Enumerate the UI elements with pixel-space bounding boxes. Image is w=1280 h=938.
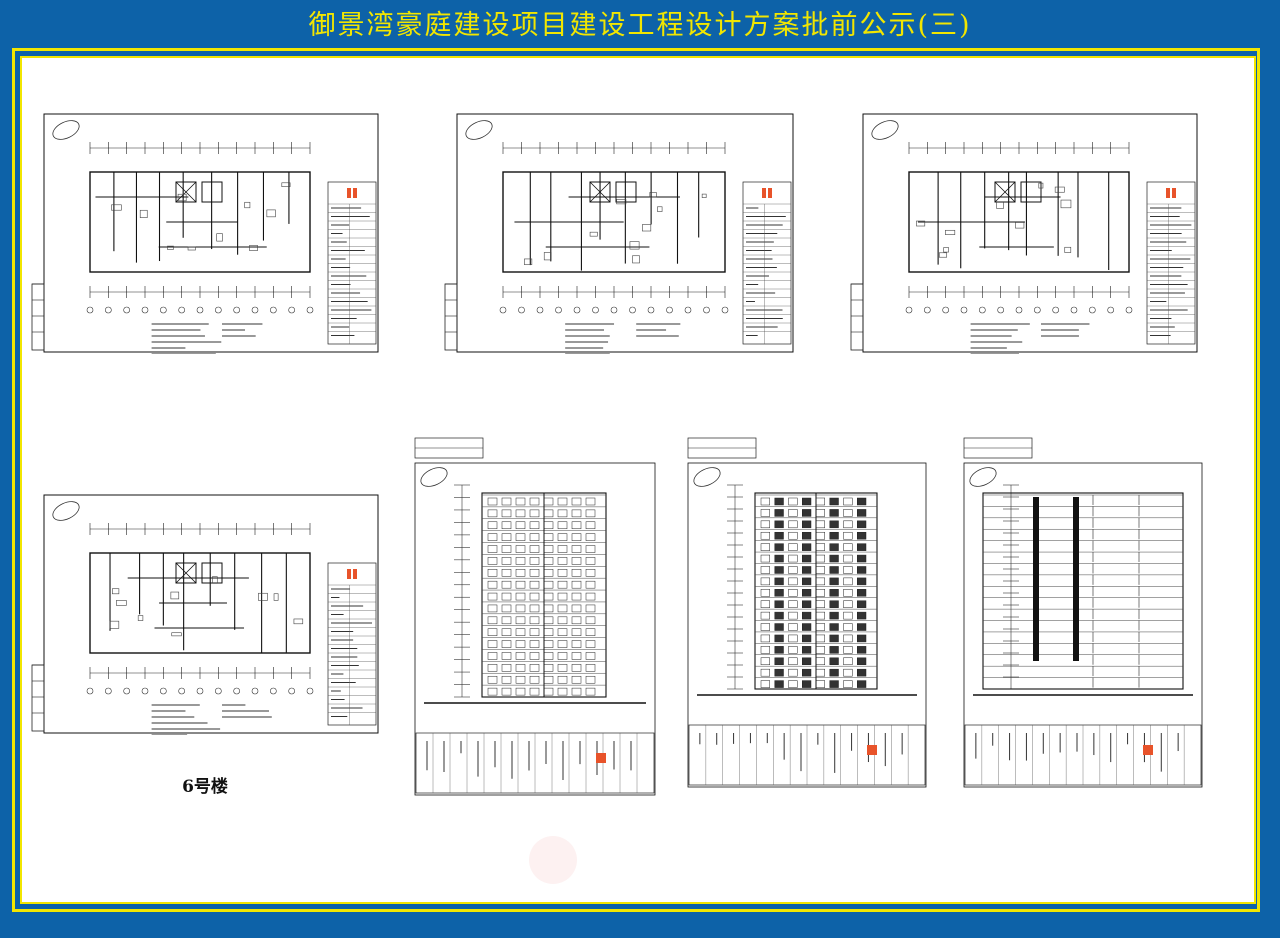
elevation-1-drawing bbox=[414, 437, 656, 796]
faint-seal-mark bbox=[529, 836, 577, 884]
floor-plan-sheet-4 bbox=[30, 493, 380, 735]
plan-2-drawing bbox=[444, 113, 794, 354]
elevation-sheet-2 bbox=[687, 437, 927, 789]
floor-plan-sheet-1 bbox=[30, 112, 380, 354]
section-sheet bbox=[963, 437, 1203, 789]
plan-3-drawing bbox=[850, 113, 1198, 354]
poster-title: 御景湾豪庭建设项目建设工程设计方案批前公示(三) bbox=[308, 10, 972, 41]
building-number-label: 6号楼 bbox=[182, 777, 228, 797]
plan-4-drawing bbox=[31, 494, 379, 735]
floor-plan-sheet-2 bbox=[443, 112, 795, 354]
plan-1-drawing bbox=[31, 113, 379, 354]
section-1-drawing bbox=[963, 437, 1203, 788]
elevation-sheet-1 bbox=[414, 437, 656, 797]
floor-plan-sheet-3 bbox=[849, 112, 1199, 354]
elevation-2-drawing bbox=[687, 437, 927, 788]
